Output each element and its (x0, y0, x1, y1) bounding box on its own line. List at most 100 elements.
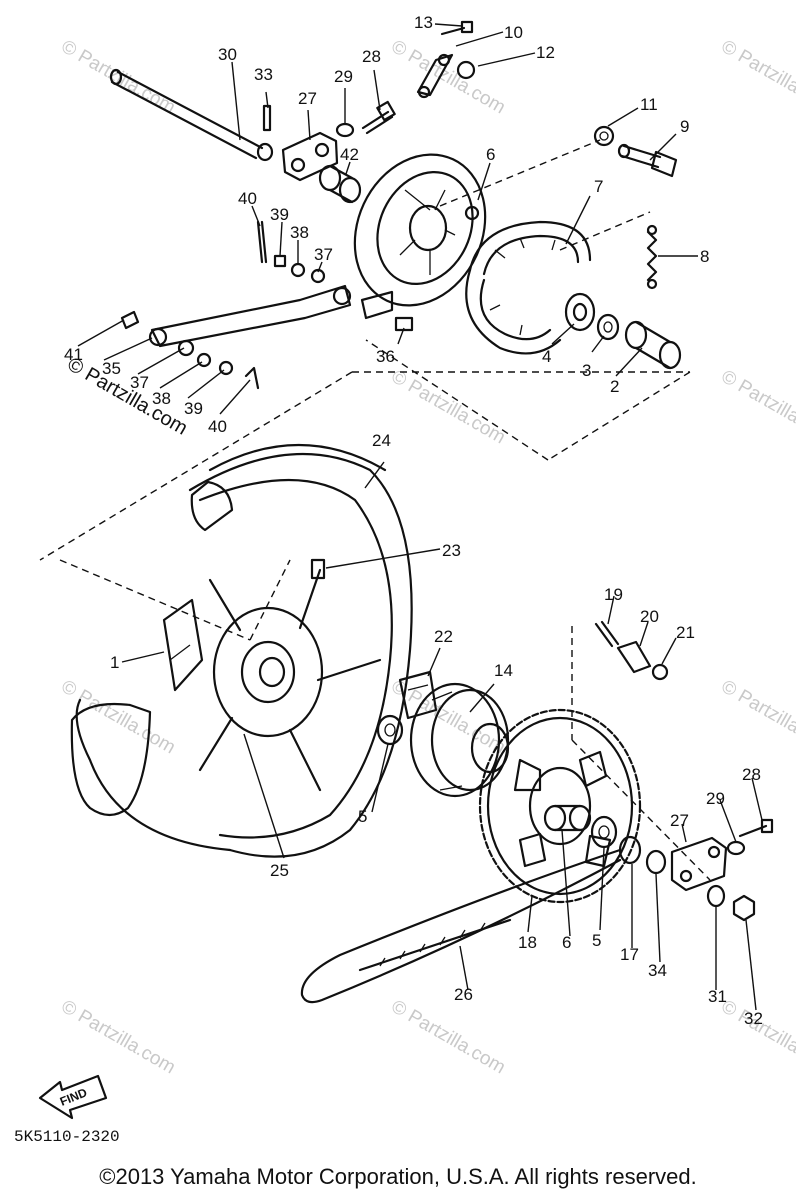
washer-31 (706, 884, 726, 908)
watermark: © Partzilla.com (388, 36, 509, 118)
callout-12: 12 (536, 43, 555, 62)
clutch-hub-14 (409, 682, 510, 798)
watermarks: © Partzilla.com © Partzilla.com © Partzi… (58, 36, 796, 1078)
callout-13: 13 (414, 13, 433, 32)
nut-12 (456, 60, 476, 80)
callout-40-bottom: 40 (208, 417, 227, 436)
bolt-28-bottom (738, 818, 774, 838)
callout-31: 31 (708, 987, 727, 1006)
stud-19 (594, 620, 620, 648)
callout-3: 3 (582, 361, 591, 380)
callout-34: 34 (648, 961, 667, 980)
watermark: © Partzilla.com (58, 36, 179, 118)
torque-rod (148, 284, 352, 348)
nut-29-top (335, 122, 355, 138)
guide-line-wheel (59, 559, 291, 641)
bolt-28-top (361, 100, 396, 135)
bearing-5-left (376, 714, 404, 746)
callout-37-top: 37 (314, 245, 333, 264)
watermark: © Partzilla.com (718, 36, 796, 118)
callout-28-bottom: 28 (742, 765, 761, 784)
copyright-notice: ©2013 Yamaha Motor Corporation, U.S.A. A… (99, 1164, 697, 1189)
callout-30: 30 (218, 45, 237, 64)
find-arrow-icon: FIND (38, 1074, 108, 1120)
callout-32: 32 (744, 1009, 763, 1028)
small-parts-left (120, 220, 414, 390)
callout-5-right: 5 (592, 931, 601, 950)
callout-39-top: 39 (270, 205, 289, 224)
callout-20: 20 (640, 607, 659, 626)
callout-27-bottom: 27 (670, 811, 689, 830)
callout-5-left: 5 (358, 807, 367, 826)
callout-7: 7 (594, 177, 603, 196)
spacer-2 (624, 320, 682, 370)
guide-line-top (39, 139, 691, 561)
callout-28-top: 28 (362, 47, 381, 66)
wheel-hub-1 (162, 568, 382, 792)
diagram-code: 5K5110-2320 (14, 1128, 120, 1146)
callout-numbers: 13 10 12 30 33 28 29 27 11 9 42 6 7 40 3… (64, 13, 763, 1028)
camshaft-9 (617, 143, 678, 178)
callout-1: 1 (110, 653, 119, 672)
callout-8: 8 (700, 247, 709, 266)
callout-38-bottom: 38 (152, 389, 171, 408)
plate-20 (616, 640, 652, 674)
nut-21 (651, 663, 669, 681)
watermark: © Partzilla.com (58, 996, 179, 1078)
tire-24 (70, 443, 413, 858)
callout-6-bottom: 6 (562, 933, 571, 952)
bearing-4-top (564, 292, 596, 332)
adjuster-27-top (281, 131, 339, 182)
callout-36: 36 (376, 347, 395, 366)
callout-23: 23 (442, 541, 461, 560)
nut-11 (593, 125, 615, 147)
callout-10: 10 (504, 23, 523, 42)
callout-6-top: 6 (486, 145, 495, 164)
pin-33 (262, 104, 272, 132)
axle-30 (109, 68, 274, 162)
watermark: © Partzilla.com (718, 676, 796, 758)
brake-panel-6 (353, 153, 487, 320)
callout-29-top: 29 (334, 67, 353, 86)
callout-25: 25 (270, 861, 289, 880)
bolt-13 (440, 20, 474, 36)
callout-42: 42 (340, 145, 359, 164)
collar-42 (318, 164, 362, 204)
brake-shoe-7 (465, 220, 592, 355)
callout-4-top: 4 (542, 347, 551, 366)
callout-40-top: 40 (238, 189, 257, 208)
callout-29-bottom: 29 (706, 789, 725, 808)
callout-9: 9 (680, 117, 689, 136)
collar-6-bottom (543, 804, 592, 832)
watermark: © Partzilla.com (718, 366, 796, 448)
watermark-dark: © Partzilla.com (64, 353, 192, 439)
spring-8 (646, 224, 658, 290)
callout-35: 35 (102, 359, 121, 378)
callout-17: 17 (620, 945, 639, 964)
chain-26 (300, 848, 622, 1004)
callout-19: 19 (604, 585, 623, 604)
callout-41: 41 (64, 345, 83, 364)
brake-arm-10 (416, 53, 454, 99)
callout-38-top: 38 (290, 223, 309, 242)
valve-23 (310, 558, 326, 580)
callout-14: 14 (494, 661, 513, 680)
leader-lines (77, 23, 763, 1011)
callout-26: 26 (454, 985, 473, 1004)
callout-33: 33 (254, 65, 273, 84)
callout-24: 24 (372, 431, 391, 450)
callout-2: 2 (610, 377, 619, 396)
sprocket-18 (478, 708, 642, 904)
callout-22: 22 (434, 627, 453, 646)
collar-34 (645, 849, 667, 875)
adjuster-27-bottom (670, 836, 728, 892)
seal-3 (596, 313, 620, 341)
bearing-5-right (590, 815, 618, 849)
nut-32 (732, 894, 756, 922)
callout-18: 18 (518, 933, 537, 952)
guide-line-bottom (571, 626, 711, 881)
nut-29-bottom (726, 840, 746, 856)
callout-21: 21 (676, 623, 695, 642)
callout-27-top: 27 (298, 89, 317, 108)
